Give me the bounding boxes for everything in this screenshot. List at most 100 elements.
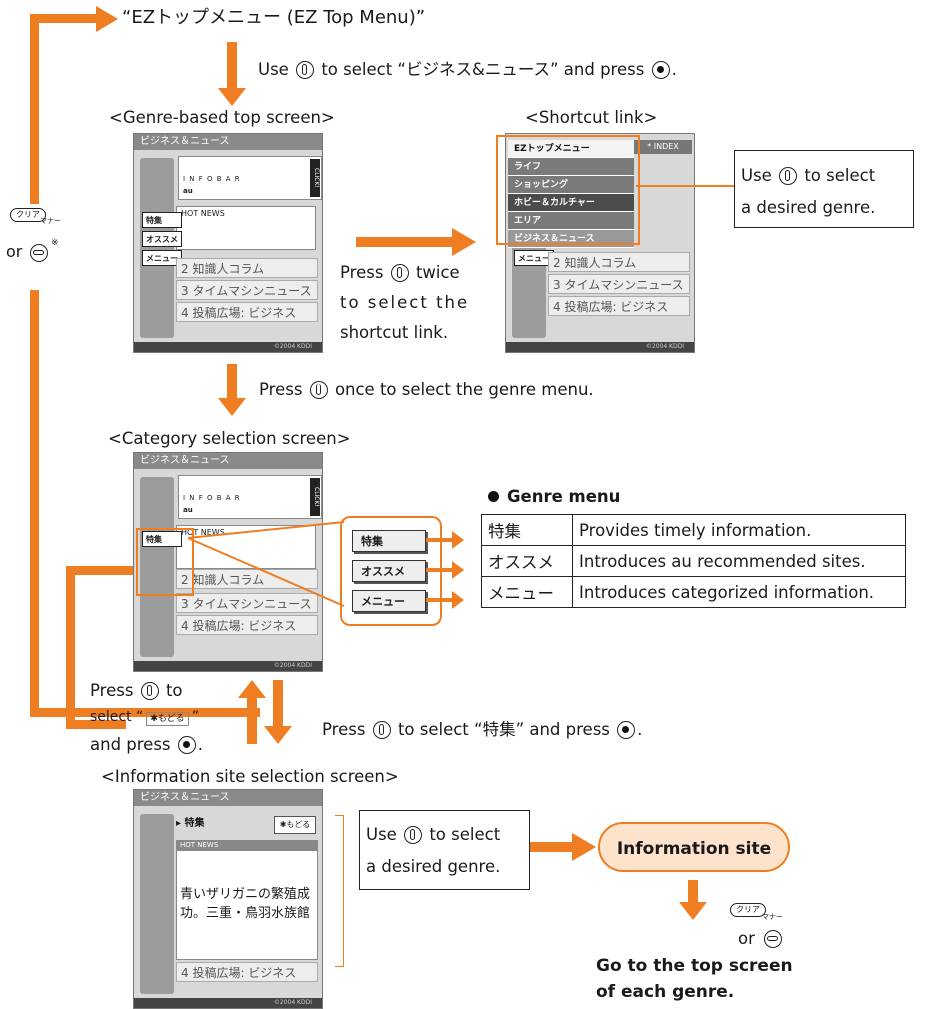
arrow-right-shaft bbox=[356, 237, 456, 247]
arrow-right-shaft bbox=[530, 842, 576, 852]
step-text: select “ bbox=[90, 709, 144, 725]
list-item[interactable]: 3 タイムマシンニュース bbox=[548, 274, 690, 294]
joystick-icon bbox=[779, 167, 798, 185]
joystick-center-icon bbox=[651, 61, 670, 79]
list-item[interactable]: 3 タイムマシンニュース bbox=[176, 280, 318, 300]
tab-menu[interactable]: メニュー bbox=[142, 250, 182, 266]
shortcut-menu: EZトップメニュー ライフ ショッピング ホビー＆カルチャー エリア ビジネス＆… bbox=[508, 140, 634, 248]
flow-line-left-vertical-lower bbox=[30, 290, 39, 716]
step-text: twice bbox=[415, 263, 460, 282]
tab-tokushu[interactable]: 特集 bbox=[142, 531, 182, 547]
flow-line-inner-top bbox=[66, 566, 136, 575]
menu-item[interactable]: ホビー＆カルチャー bbox=[508, 194, 634, 212]
step-text: Press bbox=[340, 263, 384, 282]
genre-desc: Introduces au recommended sites. bbox=[572, 545, 906, 577]
tokushu-header: ▸ 特集 bbox=[176, 818, 205, 829]
arrow-down-icon bbox=[218, 398, 246, 416]
step-text: . bbox=[671, 60, 677, 79]
menu-item[interactable]: ショッピング bbox=[508, 176, 634, 194]
tab-tokushu[interactable]: 特集 bbox=[142, 212, 182, 228]
screen-footer: ©2004 KDDI bbox=[134, 661, 322, 671]
click-label: CLICK! bbox=[310, 159, 320, 197]
arrow-down-icon bbox=[218, 88, 246, 106]
screen-footer: ©2004 KDDI bbox=[134, 998, 322, 1008]
click-label: CLICK! bbox=[310, 478, 320, 516]
step-text: Use bbox=[741, 166, 772, 185]
flow-line-left-bottom bbox=[30, 708, 260, 717]
genre-name: メニュー bbox=[481, 576, 573, 608]
genre-name: 特集 bbox=[481, 514, 573, 546]
note-text: Use to select a desired genre. bbox=[366, 819, 500, 883]
connector-line bbox=[636, 185, 736, 187]
list-item[interactable]: 4 投稿広場: ビジネス bbox=[176, 962, 318, 982]
tab-osusume[interactable]: オススメ bbox=[142, 231, 182, 247]
flow-line-left-vertical bbox=[30, 14, 39, 204]
go-top-text: Go to the top screen of each genre. bbox=[596, 953, 793, 1005]
info-note: Use to select a desired genre. bbox=[359, 810, 530, 890]
table-row: オススメ Introduces au recommended sites. bbox=[481, 545, 906, 577]
screen-title: ビジネス＆ニュース bbox=[134, 790, 322, 806]
step-text: Use bbox=[366, 825, 397, 844]
step-text: ” bbox=[191, 709, 199, 725]
news-article[interactable]: 青いザリガニの繁殖成功。三重・鳥羽水族館 bbox=[176, 850, 318, 960]
tab-tokushu[interactable]: 特集 bbox=[352, 530, 426, 552]
category-highlight bbox=[136, 528, 194, 596]
list-item[interactable]: 3 タイムマシンニュース bbox=[176, 593, 318, 613]
step-text: to select bbox=[804, 166, 876, 185]
genre-menu-title: Genre menu bbox=[507, 487, 621, 506]
arrow-shaft bbox=[426, 568, 456, 572]
arrow-right-icon bbox=[452, 561, 464, 579]
left-keys: クリア マナー or ※ bbox=[4, 206, 64, 266]
banner-text: I N F O B A R bbox=[183, 494, 241, 502]
step-text: once to select the genre menu. bbox=[334, 380, 594, 399]
list-item[interactable]: 2 知識人コラム bbox=[176, 569, 318, 589]
clear-key-icon: クリア bbox=[10, 208, 46, 222]
joystick-icon bbox=[140, 682, 159, 700]
joystick-lr-icon bbox=[30, 244, 48, 262]
screen-footer: ©2004 KDDI bbox=[506, 342, 694, 352]
joystick-center-icon bbox=[177, 736, 196, 754]
arrow-down-icon bbox=[679, 902, 707, 920]
step-text: Press bbox=[322, 720, 366, 739]
step-text: Press bbox=[90, 681, 134, 700]
information-site-badge[interactable]: Information site bbox=[598, 822, 790, 872]
list-item[interactable]: 2 知識人コラム bbox=[548, 252, 690, 272]
joystick-down-icon bbox=[309, 381, 328, 399]
joystick-icon bbox=[390, 264, 409, 282]
manner-label: マナー bbox=[762, 913, 783, 921]
step-text: a desired genre. bbox=[366, 857, 501, 876]
step-text: Press bbox=[259, 380, 303, 399]
bullet-icon bbox=[488, 491, 499, 502]
genre-desc: Provides timely information. bbox=[572, 514, 906, 546]
list-item[interactable]: 4 投稿広場: ビジネス bbox=[548, 296, 690, 316]
modoru-button[interactable]: ✱もどる bbox=[274, 816, 316, 834]
table-row: 特集 Provides timely information. bbox=[481, 514, 906, 546]
forward-step-text: Press to select “特集” and press . bbox=[322, 719, 642, 741]
note-mark: ※ bbox=[51, 238, 59, 248]
step-text: to select the bbox=[340, 293, 470, 312]
or-text: or bbox=[6, 242, 23, 261]
list-item[interactable]: 4 投稿広場: ビジネス bbox=[176, 615, 318, 635]
genre-menu-table: 特集 Provides timely information. オススメ Int… bbox=[481, 514, 906, 608]
table-row: メニュー Introduces categorized information. bbox=[481, 576, 906, 608]
list-item[interactable]: 4 投稿広場: ビジネス bbox=[176, 302, 318, 322]
side-panel bbox=[140, 477, 174, 657]
press-twice-text: Press twice to select the shortcut link. bbox=[340, 258, 469, 348]
tab-osusume[interactable]: オススメ bbox=[352, 560, 426, 582]
au-logo: au bbox=[183, 187, 193, 195]
tab-menu[interactable]: メニュー bbox=[352, 590, 426, 612]
phone-screen-category: ビジネス＆ニュース I N F O B A R au CLICK! HOT NE… bbox=[133, 452, 323, 672]
or-text: or bbox=[738, 929, 755, 948]
shortcut-note: Use to select a desired genre. bbox=[734, 150, 914, 228]
joystick-icon bbox=[296, 61, 315, 79]
flow-line-inner-vertical bbox=[66, 566, 75, 728]
joystick-icon bbox=[372, 721, 391, 739]
menu-item[interactable]: EZトップメニュー bbox=[508, 140, 634, 158]
arrow-down-3-shaft bbox=[273, 680, 283, 730]
menu-item[interactable]: ライフ bbox=[508, 158, 634, 176]
arrow-down-4-shaft bbox=[688, 880, 698, 906]
list-item[interactable]: 2 知識人コラム bbox=[176, 258, 318, 278]
step-text: to bbox=[165, 681, 183, 700]
menu-item[interactable]: エリア bbox=[508, 212, 634, 230]
arrow-right-icon bbox=[452, 531, 464, 549]
